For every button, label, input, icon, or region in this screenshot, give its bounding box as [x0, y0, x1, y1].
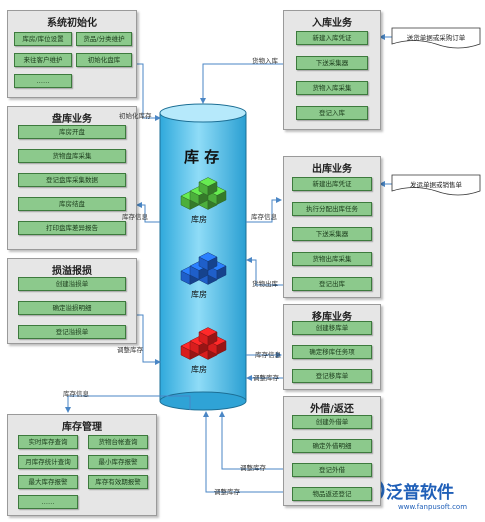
init-item[interactable]: 初始化盘库: [76, 53, 132, 67]
init-item[interactable]: 库房/库位设置: [14, 32, 72, 46]
connector-lines: [65, 34, 392, 493]
cylinder-title: 库 存: [184, 148, 220, 166]
init-item[interactable]: ……: [14, 74, 72, 88]
inventory-step[interactable]: 库房开盘: [18, 125, 126, 139]
outbound-step[interactable]: 新建出库凭证: [292, 177, 372, 191]
transfer-step[interactable]: 确定移库任务项: [292, 345, 372, 359]
house-label-3: 库房: [191, 365, 207, 374]
panel-init: 系统初始化 库房/库位设置 货品/分类维护 来往客户维护 初始化盘库 ……: [7, 10, 137, 98]
panel-stock: 库存管理 实时库存查询 货物台帐查询 月库存统计查询 最小库存报警 最大库存报警…: [7, 414, 157, 516]
warehouse-cube-cluster: [180, 327, 227, 360]
stock-item[interactable]: 最小库存报警: [88, 455, 148, 469]
label-stock-info-3: 库存信息: [255, 351, 281, 359]
stock-item[interactable]: ……: [18, 495, 78, 509]
stock-item[interactable]: 月库存统计查询: [18, 455, 78, 469]
lend-step[interactable]: 确定外借明细: [292, 439, 372, 453]
note-inbound: 送货单据或采购订单: [406, 34, 466, 42]
arrow-init-to-stock: [135, 63, 161, 121]
transfer-step[interactable]: 登记移库单: [292, 369, 372, 383]
panel-inventory-title: 盘库业务: [52, 114, 92, 125]
label-goods-out: 货物出库: [252, 280, 278, 288]
label-adjust-3: 调整库存: [240, 464, 266, 472]
lend-step[interactable]: 物品返还登记: [292, 487, 372, 501]
logo-site: www.fanpusoft.com: [398, 503, 468, 511]
init-item[interactable]: 来往客户维护: [14, 53, 72, 67]
inbound-step[interactable]: 新建入库凭证: [296, 31, 368, 45]
loss-step[interactable]: 登记溢损单: [18, 325, 126, 339]
arrow-stock-to-inventory: [136, 202, 160, 223]
panel-outbound: 出库业务 新建出库凭证执行分配出库任务下送采集器货物出库采集登记出库: [283, 156, 381, 298]
logo-brand: 泛普软件: [386, 483, 454, 503]
panel-loss-title: 损溢报损: [52, 266, 92, 277]
house-label-1: 库房: [191, 215, 207, 224]
label-init-stock: 初始化库存: [119, 112, 152, 120]
panel-lend: 外借/返还 创建外借单确定外借明细登记外借物品返还登记: [283, 396, 381, 506]
inventory-step[interactable]: 登记盘库采集数据: [18, 173, 126, 187]
transfer-step[interactable]: 创建移库单: [292, 321, 372, 335]
note-shapes: [391, 27, 481, 196]
arrow-inbound-to-stock: [200, 63, 283, 104]
outbound-step[interactable]: 下送采集器: [292, 227, 372, 241]
arrow-lend-to-stock-1: [219, 411, 283, 470]
panel-inbound-title: 入库业务: [312, 18, 352, 29]
note-outbound: 发运单据或销售单: [410, 181, 462, 189]
inventory-step[interactable]: 库房结盘: [18, 197, 126, 211]
panel-lend-title: 外借/返还: [310, 404, 354, 415]
inbound-step[interactable]: 货物入库采集: [296, 81, 368, 95]
stock-item[interactable]: 实时库存查询: [18, 435, 78, 449]
house-label-2: 库房: [191, 290, 207, 299]
stock-item[interactable]: 库存有效期报警: [88, 475, 148, 489]
label-stock-info-4: 库存信息: [63, 390, 89, 398]
panel-loss: 损溢报损 创建溢损单确定溢损明细登记溢损单: [7, 258, 137, 344]
arrow-lend-to-stock-2: [203, 411, 283, 493]
inbound-step[interactable]: 下送采集器: [296, 56, 368, 70]
outbound-step[interactable]: 登记出库: [292, 277, 372, 291]
panel-stock-title: 库存管理: [62, 422, 102, 433]
loss-step[interactable]: 创建溢损单: [18, 277, 126, 291]
warehouse-cube-cluster: [180, 252, 227, 285]
arrow-stock-to-outbound: [246, 197, 282, 223]
inbound-step[interactable]: 登记入库: [296, 106, 368, 120]
outbound-step[interactable]: 货物出库采集: [292, 252, 372, 266]
label-stock-info-1: 库存信息: [122, 213, 148, 221]
arrow-outbound-to-stock: [246, 257, 283, 286]
panel-transfer-title: 移库业务: [312, 312, 352, 323]
label-adjust-4: 调整库存: [214, 488, 240, 496]
panel-init-title: 系统初始化: [47, 18, 97, 29]
arrow-loss-to-stock: [135, 314, 161, 365]
panel-outbound-title: 出库业务: [312, 164, 352, 175]
lend-step[interactable]: 登记外借: [292, 463, 372, 477]
lend-step[interactable]: 创建外借单: [292, 415, 372, 429]
label-goods-in: 货物入库: [252, 57, 278, 65]
outbound-step[interactable]: 执行分配出库任务: [292, 202, 372, 216]
loss-step[interactable]: 确定溢损明细: [18, 301, 126, 315]
stock-item[interactable]: 最大库存报警: [18, 475, 78, 489]
inventory-step[interactable]: 打印盘库差异报告: [18, 221, 126, 235]
panel-inventory: 盘库业务 库房开盘货物盘库采集登记盘库采集数据库房结盘打印盘库差异报告: [7, 106, 137, 250]
inventory-step[interactable]: 货物盘库采集: [18, 149, 126, 163]
warehouse-cubes: [180, 177, 227, 360]
warehouse-cube-cluster: [180, 177, 227, 210]
stock-item[interactable]: 货物台帐查询: [88, 435, 148, 449]
panel-inbound: 入库业务 新建入库凭证下送采集器货物入库采集登记入库: [283, 10, 381, 130]
label-stock-info-2: 库存信息: [251, 213, 277, 221]
arrow-stock-to-management: [65, 395, 191, 413]
init-item[interactable]: 货品/分类维护: [76, 32, 132, 46]
panel-transfer: 移库业务 创建移库单确定移库任务项登记移库单: [283, 304, 381, 390]
label-adjust-1: 调整库存: [117, 346, 143, 354]
label-adjust-2: 调整库存: [253, 374, 279, 382]
